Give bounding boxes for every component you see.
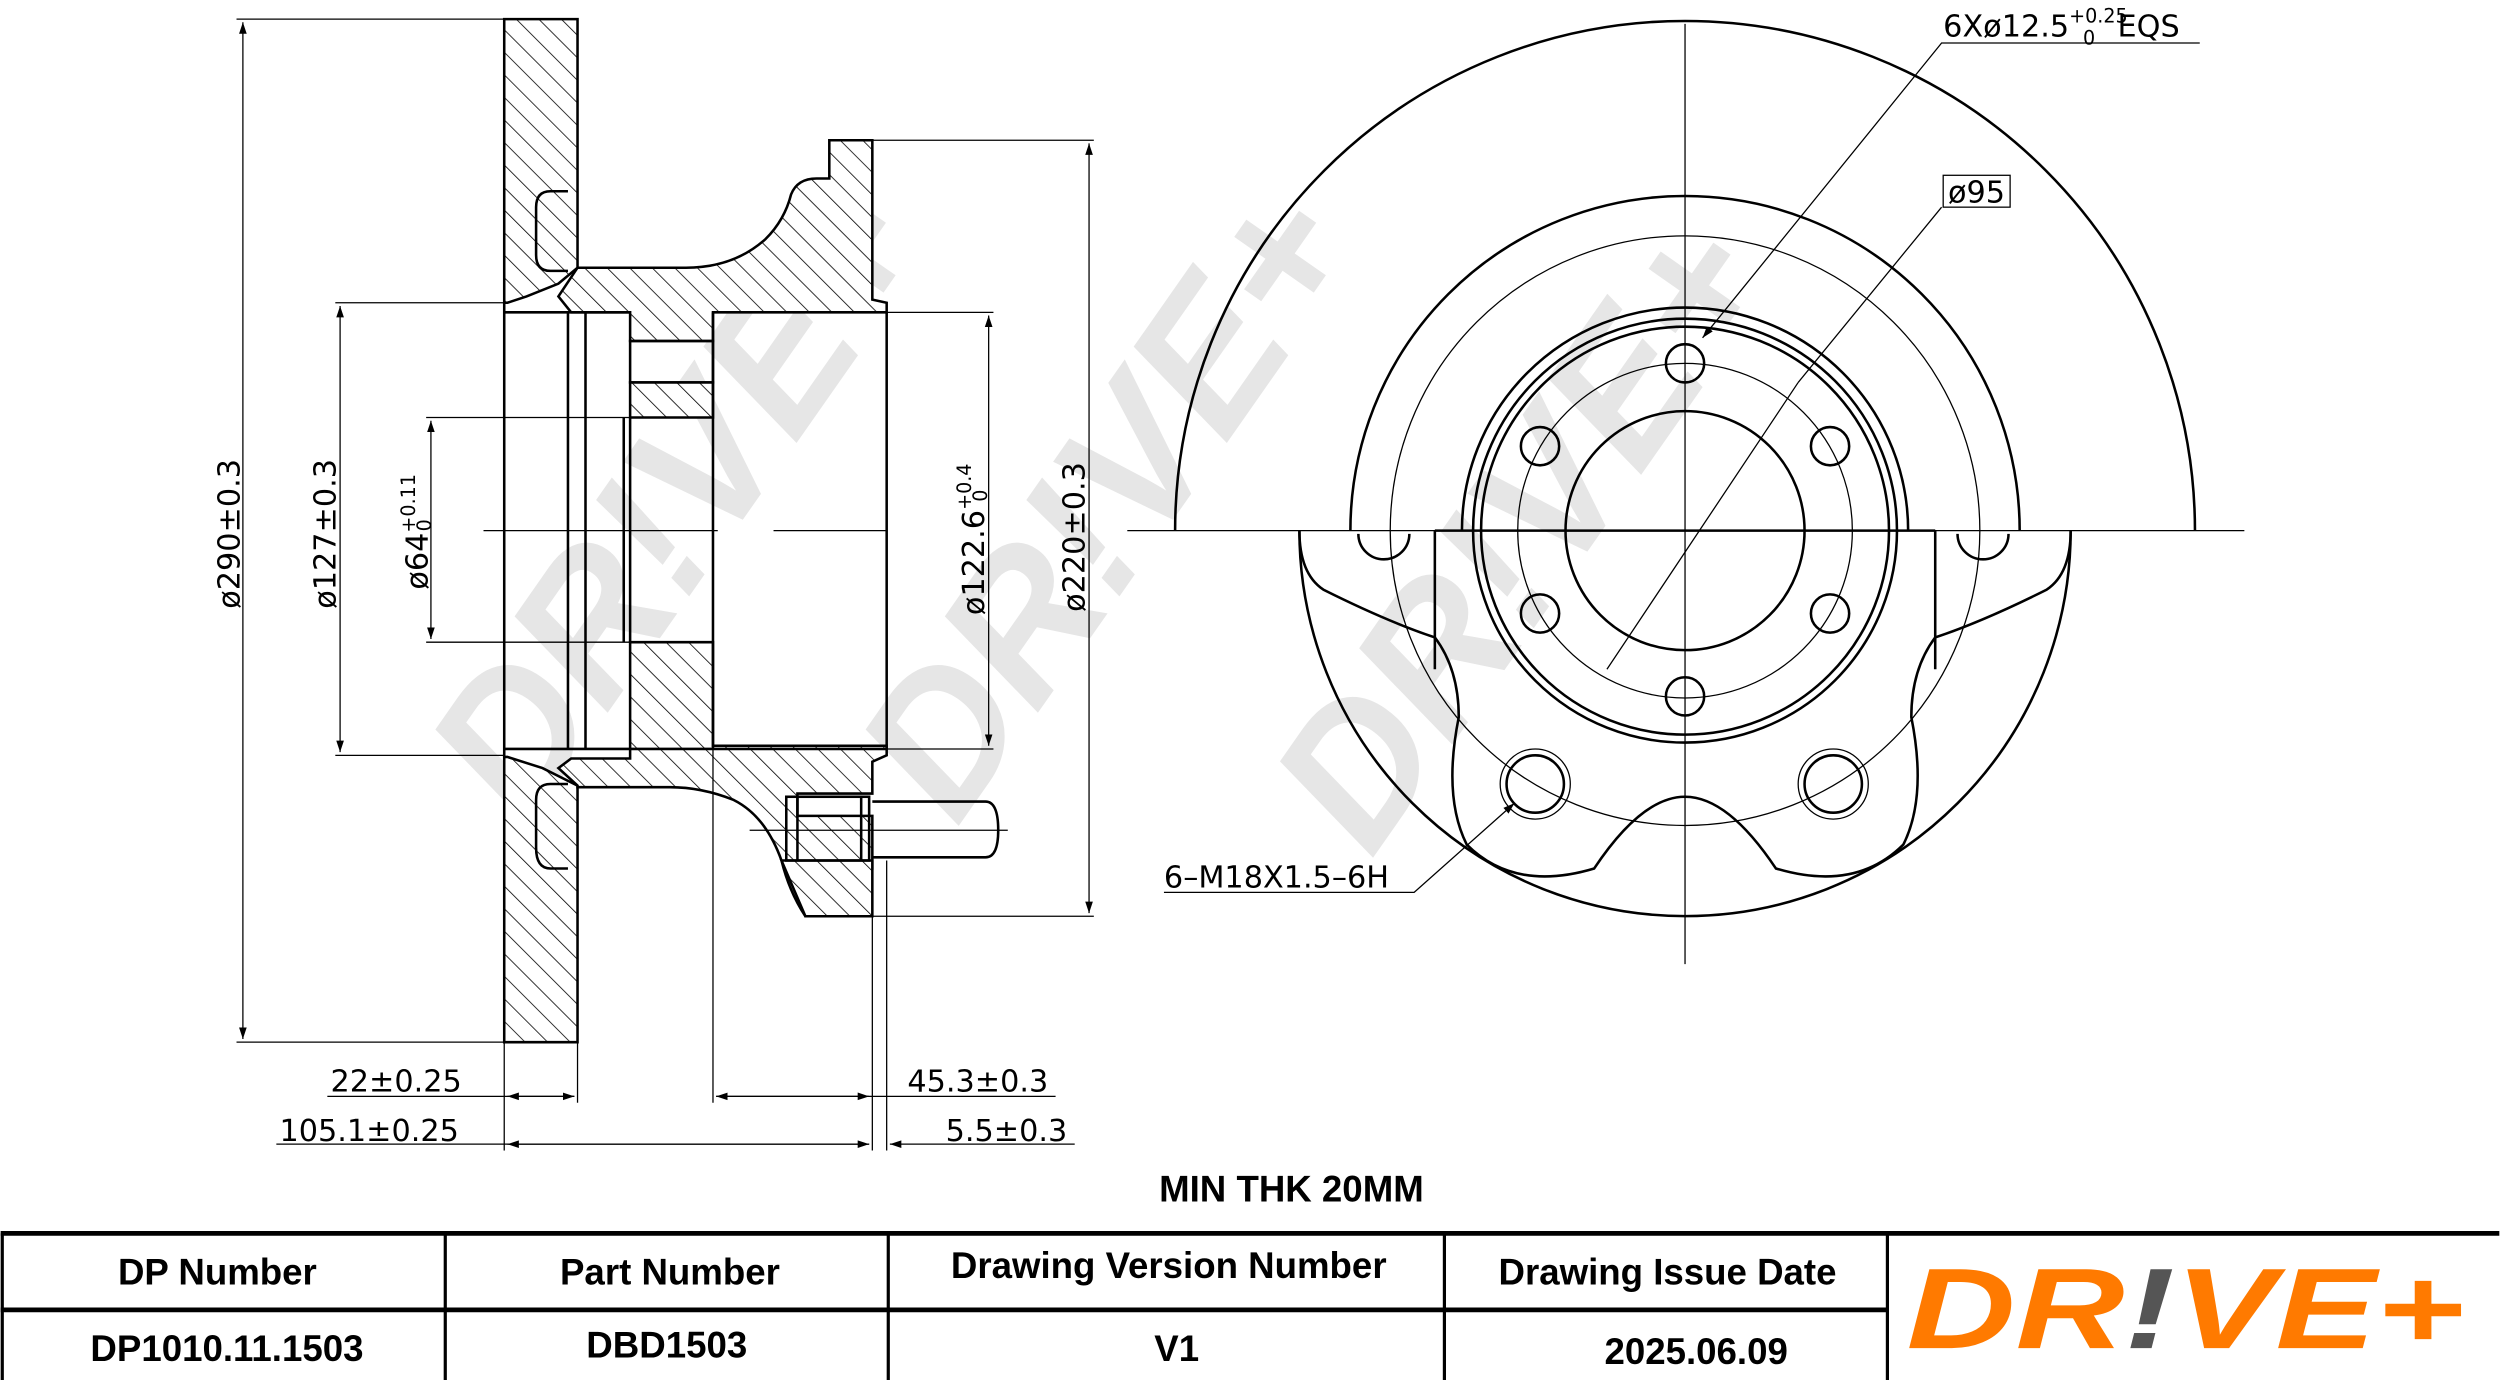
title-block: [0, 1231, 2500, 1380]
value-issue-date: 2025.06.09: [1604, 1331, 1787, 1372]
dim-d64: ø64+0.110: [397, 474, 436, 590]
header-drawing-version: Drawing Version Number: [951, 1245, 1387, 1286]
dim-w55: 5.5±0.3: [946, 1114, 1068, 1149]
header-dp-number: DP Number: [118, 1251, 317, 1292]
section-view: [483, 17, 1008, 1044]
drive-logo: DR!VE+: [1907, 1245, 2465, 1373]
dim-w105: 105.1±0.25: [280, 1114, 459, 1149]
value-drawing-version: V1: [1154, 1328, 1199, 1369]
dim-thread: 6–M18X1.5–6H: [1164, 861, 1389, 896]
dim-d122: ø122.6+0.40: [953, 464, 992, 616]
header-part-number: Part Number: [560, 1251, 780, 1292]
value-dp-number: DP1010.11.1503: [90, 1328, 363, 1369]
dim-d220: ø220±0.3: [1057, 462, 1092, 612]
section-dimensions: [236, 18, 1094, 1151]
dim-pcd: ø95: [1948, 175, 2005, 210]
dim-d290: ø290±0.3: [213, 459, 248, 609]
front-view: [1127, 19, 2245, 965]
dim-w45: 45.3±0.3: [907, 1065, 1048, 1100]
min-thickness-note: MIN THK 20MM: [1159, 1169, 1424, 1210]
dim-w22: 22±0.25: [331, 1065, 462, 1100]
value-part-number: DBD1503: [586, 1325, 747, 1366]
dim-d127: ø127±0.3: [308, 459, 343, 609]
header-issue-date: Drawing Issue Date: [1498, 1251, 1836, 1292]
